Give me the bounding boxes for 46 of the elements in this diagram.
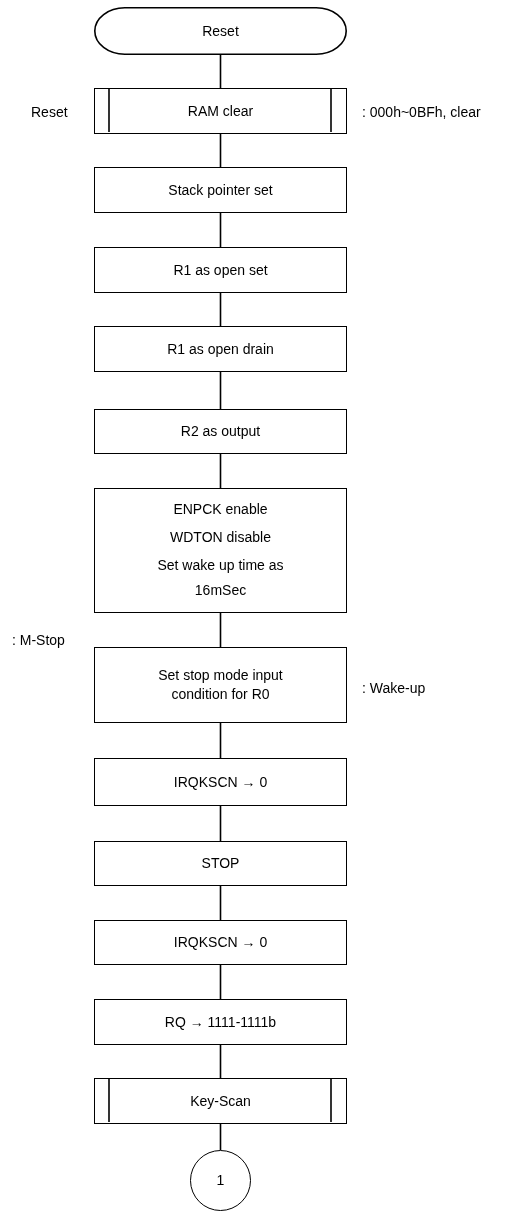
subroutine-box [94,88,347,134]
step-text: STOP [201,854,240,873]
step-text: R1 as open drain [167,339,274,359]
step-text: Set wake up time as 16mSec [156,555,285,601]
connector-line [219,805,222,842]
step-text: ENPCK enable [173,499,268,519]
step-text: Stack pointer set [168,180,273,200]
connector-line [219,292,222,327]
connector-line [219,612,222,648]
process-box [94,758,347,806]
step-text: Set stop mode input condition for R0 [157,666,284,704]
process-box [94,841,347,886]
connector-line [219,885,222,921]
side-note: Reset [31,104,68,120]
process-box [94,920,347,965]
connector-line [219,371,222,410]
connector-line [219,54,222,89]
process-box [94,247,347,293]
step-text: RQ → 1111-1111b [164,1012,277,1032]
terminal-shape [94,7,347,55]
process-box [94,326,347,372]
connector-line [219,1123,222,1151]
side-note: : M-Stop [12,632,65,648]
step-text: IRQKSCN → 0 [173,933,268,952]
step-text: RAM clear [187,101,254,121]
connector-line [219,453,222,489]
step-text: IRQKSCN → 0 [173,772,268,792]
connector-line [219,722,222,759]
step-text: R2 as output [180,422,261,441]
connector-line [219,212,222,248]
step-text: Reset [202,21,239,41]
step-text: Key-Scan [190,1091,251,1111]
connector-line [219,133,222,168]
process-box [94,647,347,723]
connector-line [219,1044,222,1079]
process-box [94,488,347,613]
subroutine-box [94,1078,347,1124]
connector-line [219,964,222,1000]
process-box [94,409,347,454]
side-note: : Wake-up [362,680,426,696]
process-box [94,999,347,1045]
process-box [94,167,347,213]
step-text: WDTON disable [170,527,271,547]
step-text: R1 as open set [173,260,268,280]
side-note: : 000h~0BFh, clear [362,104,481,120]
step-text: 1 [216,1171,225,1190]
